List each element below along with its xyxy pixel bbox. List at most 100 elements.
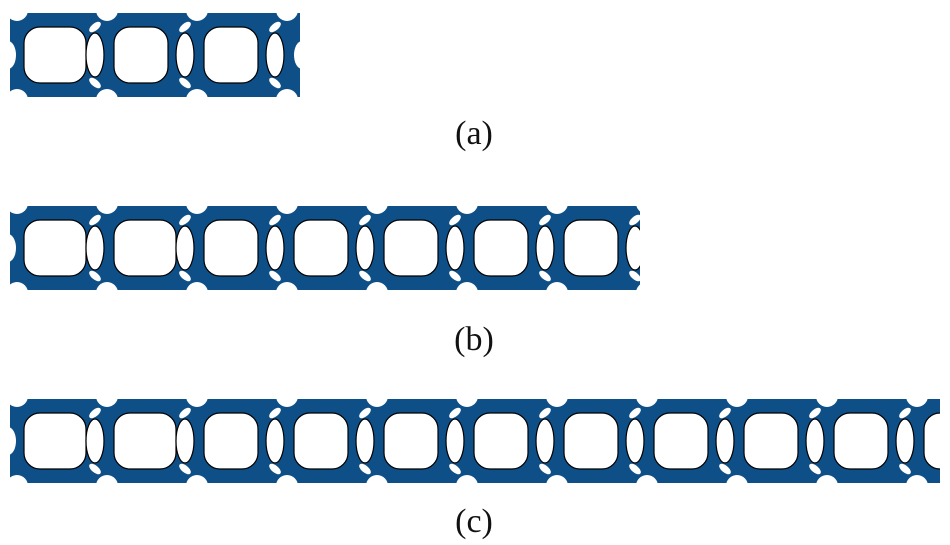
corner-slot — [89, 21, 101, 33]
cell-hole — [473, 412, 529, 470]
edge-notch — [366, 391, 388, 407]
corner-slot — [449, 214, 461, 226]
cell-hole — [653, 412, 709, 470]
corner-slot — [89, 77, 101, 89]
corner-slot — [449, 270, 461, 282]
cell-hole — [203, 412, 259, 470]
corner-slot — [179, 214, 191, 226]
link-oval — [355, 418, 375, 464]
edge-notch — [456, 391, 478, 407]
link-oval — [625, 225, 640, 271]
cell-hole — [293, 219, 349, 277]
corner-slot — [89, 463, 101, 475]
cell-hole — [113, 26, 169, 84]
edge-notch — [276, 5, 298, 21]
link-oval — [265, 32, 285, 78]
cell-hole — [563, 219, 619, 277]
link-oval — [175, 418, 195, 464]
corner-slot — [539, 270, 551, 282]
edge-notch — [186, 282, 208, 298]
corner-slot — [899, 407, 911, 419]
edge-notch — [366, 282, 388, 298]
edge-notch — [276, 89, 298, 105]
end-notch — [10, 41, 16, 69]
link-oval — [85, 32, 105, 78]
edge-notch — [546, 282, 568, 298]
corner-slot — [89, 270, 101, 282]
corner-slot — [179, 463, 191, 475]
edge-notch — [186, 391, 208, 407]
corner-slot — [179, 77, 191, 89]
cell-hole — [383, 219, 439, 277]
edge-notch — [276, 282, 298, 298]
link-oval — [265, 418, 285, 464]
link-oval — [175, 225, 195, 271]
edge-notch — [10, 475, 28, 491]
cell-hole — [833, 412, 889, 470]
caption-c: (c) — [455, 503, 493, 540]
edge-notch — [546, 391, 568, 407]
edge-notch — [276, 198, 298, 214]
corner-slot — [719, 463, 731, 475]
corner-slot — [179, 407, 191, 419]
edge-notch — [546, 198, 568, 214]
edge-notch — [366, 475, 388, 491]
edge-notch — [96, 391, 118, 407]
corner-slot — [629, 463, 641, 475]
corner-slot — [809, 463, 821, 475]
edge-notch — [186, 5, 208, 21]
corner-slot — [629, 270, 640, 282]
cell-hole — [563, 412, 619, 470]
cell-hole — [293, 412, 349, 470]
cell-hole — [113, 219, 177, 277]
corner-slot — [89, 214, 101, 226]
link-oval — [445, 225, 465, 271]
corner-slot — [89, 407, 101, 419]
edge-notch — [10, 5, 28, 21]
corner-slot — [269, 463, 281, 475]
cell-hole — [473, 219, 529, 277]
corner-slot — [899, 463, 911, 475]
edge-notch — [816, 475, 838, 491]
edge-notch — [906, 391, 928, 407]
corner-slot — [539, 214, 551, 226]
edge-notch — [276, 391, 298, 407]
end-notch — [294, 41, 310, 69]
end-notch — [10, 427, 16, 455]
lattice-strip-b — [10, 198, 640, 298]
caption-b: (b) — [454, 321, 494, 358]
corner-slot — [359, 463, 371, 475]
edge-notch — [276, 475, 298, 491]
lattice-strip-c — [10, 391, 940, 491]
corner-slot — [269, 270, 281, 282]
edge-notch — [186, 89, 208, 105]
edge-notch — [96, 89, 118, 105]
cell-hole — [203, 26, 259, 84]
link-oval — [85, 418, 105, 464]
corner-slot — [359, 270, 371, 282]
edge-notch — [10, 391, 28, 407]
corner-slot — [629, 214, 640, 226]
cell-hole — [743, 412, 799, 470]
edge-notch — [366, 198, 388, 214]
edge-notch — [546, 475, 568, 491]
edge-notch — [10, 198, 28, 214]
edge-notch — [636, 391, 658, 407]
edge-notch — [96, 282, 118, 298]
corner-slot — [809, 407, 821, 419]
link-oval — [805, 418, 825, 464]
link-oval — [85, 225, 105, 271]
corner-slot — [179, 270, 191, 282]
caption-a: (a) — [455, 115, 493, 152]
edge-notch — [186, 475, 208, 491]
edge-notch — [10, 282, 28, 298]
edge-notch — [906, 475, 928, 491]
cell-hole — [23, 219, 87, 277]
link-oval — [715, 418, 735, 464]
corner-slot — [359, 214, 371, 226]
link-oval — [895, 418, 915, 464]
edge-notch — [636, 284, 640, 298]
corner-slot — [269, 77, 281, 89]
corner-slot — [269, 214, 281, 226]
corner-slot — [449, 407, 461, 419]
